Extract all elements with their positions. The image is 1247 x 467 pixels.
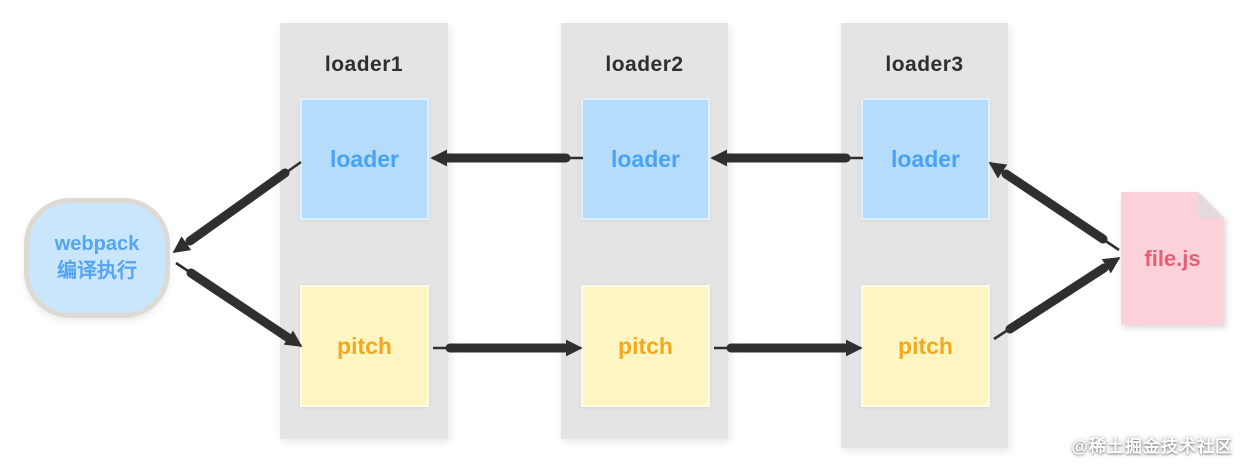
arrow-loader1-to-webpack-stroke [185,168,290,246]
loader2-loader-box: loader [581,98,710,220]
file-js-node: file.js [1121,192,1224,325]
loader1-loader-box: loader [300,98,429,220]
webpack-node-label-line1: webpack [54,233,140,255]
loader3-pitch-box: pitch [861,285,990,407]
file-js-label: file.js [1144,245,1201,271]
loader2-column: loader2 loader pitch [561,23,728,439]
loader2-column-title: loader2 [605,53,684,76]
loader3-pitch-label: pitch [898,332,953,359]
loader1-pitch-box: pitch [300,285,429,407]
loader3-column-title: loader3 [885,53,964,76]
loader2-pitch-box: pitch [581,285,710,407]
arrow-pitch3-to-file-stroke [1005,263,1109,334]
loader3-loader-label: loader [890,145,961,172]
loader1-column: loader1 loader pitch [280,23,448,439]
loader3-loader-box: loader [861,98,990,220]
loader3-column: loader3 loader pitch [841,23,1008,448]
file-js-fold-corner-icon [1198,192,1224,218]
webpack-node: webpack 编译执行 [24,198,170,318]
loader1-pitch-label: pitch [337,332,392,359]
arrow-file-to-loader3-stroke [1001,169,1108,244]
arrow-file-to-loader3 [988,161,1120,252]
loader2-loader-label: loader [610,145,681,172]
loader1-column-title: loader1 [324,53,404,76]
loader2-pitch-label: pitch [618,332,673,359]
loader1-loader-label: loader [329,145,400,172]
arrow-pitch3-to-file [993,256,1121,341]
webpack-node-label-line2: 编译执行 [57,260,137,282]
arrow-webpack-to-pitch1-stroke [186,268,292,342]
watermark: @稀土掘金技术社区 [1071,437,1233,456]
